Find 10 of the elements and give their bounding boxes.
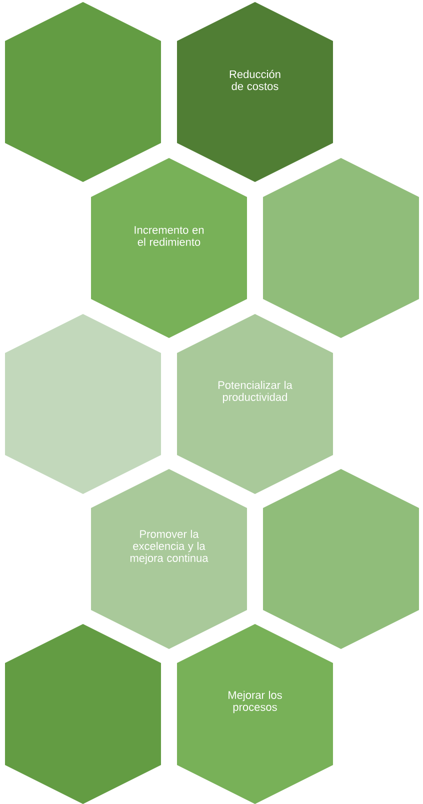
hexagon <box>263 158 419 338</box>
text-hexagon: Promover la excelencia y la mejora continua <box>91 469 247 649</box>
text-hexagon: Reducción de costos <box>177 2 333 182</box>
text-hexagon: Mejorar los procesos <box>177 624 333 804</box>
hexagon <box>5 624 161 804</box>
text-hexagon: Potencializar la productividad <box>177 314 333 494</box>
hexagon <box>5 2 161 182</box>
hexagon <box>263 469 419 649</box>
text-hexagon: Incremento en el redimiento <box>91 158 247 338</box>
hexagon <box>5 314 161 494</box>
